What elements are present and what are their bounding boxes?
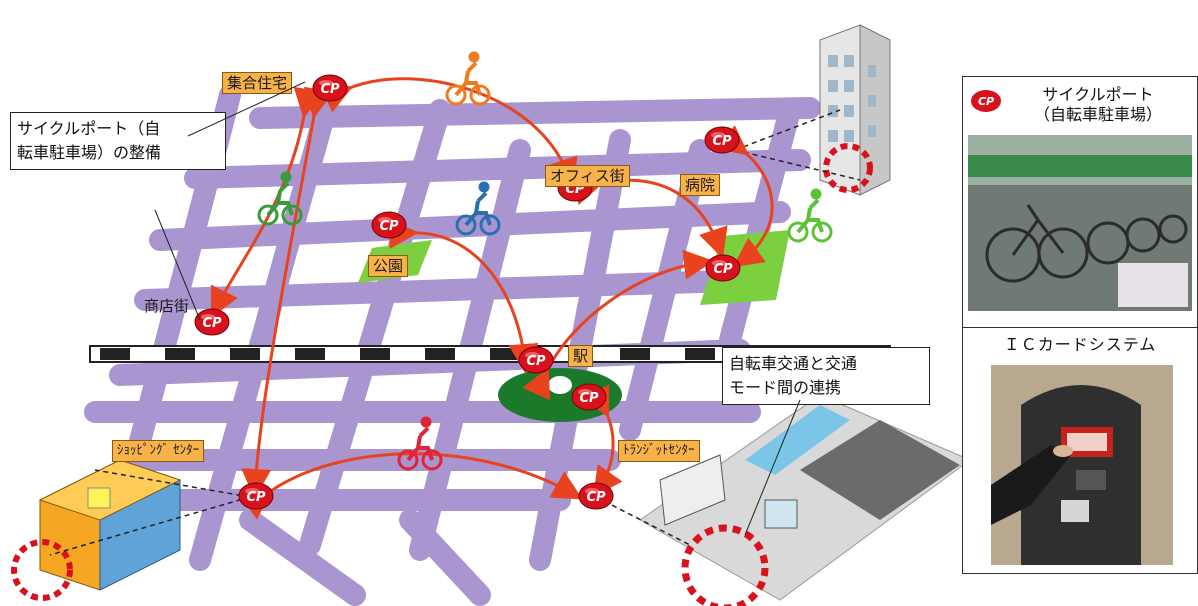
bicycle-route-arrows [210,77,774,520]
cycle-port-marker-station [518,346,554,374]
callout-mode-link: 自転車交通と交通 モード間の連携 [722,347,930,405]
cycle-port-marker-housing [312,74,348,102]
bicycle-icon-orange [445,50,491,106]
legend-title-line2: （自転車駐車場） [1033,105,1162,124]
cycle-port-marker-shopping-street [194,308,230,336]
shopping-center-illustration [11,459,182,601]
label-hospital: 病院 [680,174,721,196]
label-shopping-center: ｼｮｯﾋﾟﾝｸﾞ ｾﾝﾀｰ [112,440,205,462]
transit-center-illustration [639,394,971,606]
cycle-port-marker-hospital [705,254,741,282]
ic-card-title: ＩＣカードシステム [1003,335,1157,354]
legend-cp-marker: CP [971,90,1001,112]
cycle-port-marker-park [371,211,407,239]
bicycle-icon-lightgreen [787,187,833,243]
cycle-port-marker-tower [704,126,740,154]
callout-port-setup: サイクルポート（自 転車駐車場）の整備 [10,112,226,170]
label-park: 公園 [368,255,409,277]
legend-cp-text: CP [978,95,994,108]
legend-title: サイクルポート （自転車駐車場） [1003,85,1193,125]
callout-mode-link-line2: モード間の連携 [729,378,842,397]
office-building-illustration [819,24,891,196]
callout-port-setup-line1: サイクルポート（自 [17,119,161,138]
label-office: オフィス街 [545,165,630,187]
side-panel: CP サイクルポート （自転車駐車場） ＩＣカードシステム [962,76,1198,574]
cycle-port-marker-transit-center [578,482,614,510]
cycle-port-marker-shopping-center [238,482,274,510]
label-transit-center: ﾄﾗﾝｼﾞｯﾄｾﾝﾀｰ [618,440,700,462]
callout-port-setup-line2: 転車駐車場）の整備 [17,143,162,162]
cycle-port-marker-station-2 [571,383,607,411]
callout-mode-link-line1: 自転車交通と交通 [729,354,858,373]
bike-rack-photo [968,135,1192,311]
label-shopping-street: 商店街 [144,297,190,315]
label-housing: 集合住宅 [222,72,293,94]
legend-title-line1: サイクルポート [1042,85,1154,104]
ic-card-terminal-photo [991,365,1173,565]
label-station: 駅 [568,345,594,367]
